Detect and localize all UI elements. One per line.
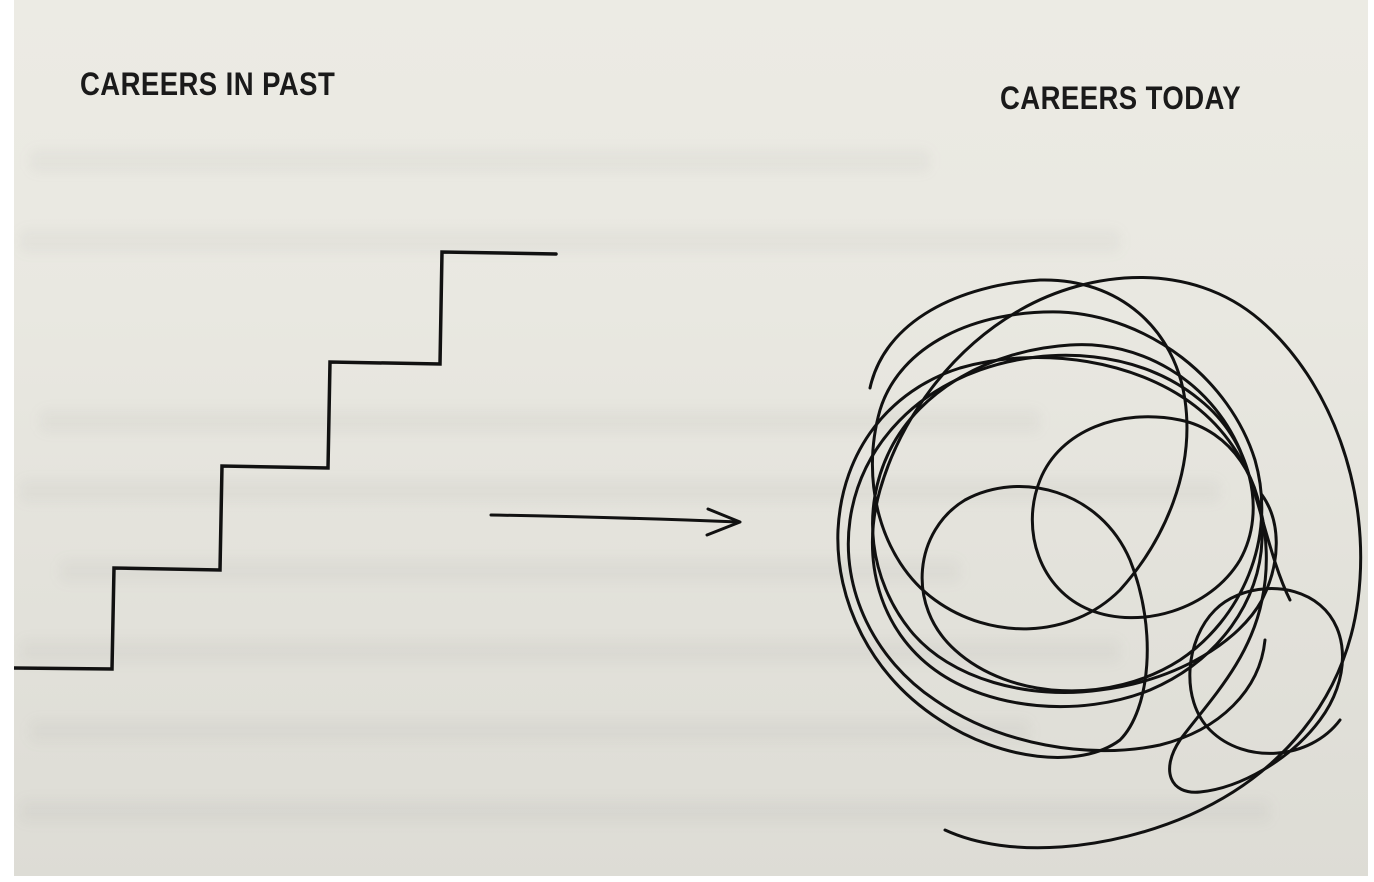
paper-bleed	[30, 150, 930, 172]
right-arrow-icon	[489, 507, 742, 537]
paper-bleed	[60, 560, 960, 582]
paper-bleed	[30, 720, 1030, 742]
paper-bleed	[20, 640, 1120, 662]
page-margin-right	[1368, 0, 1374, 882]
paper-bleed	[20, 800, 1270, 822]
paper-bleed	[20, 230, 1120, 252]
careers-today-heading: CAREERS TODAY	[1000, 80, 1242, 116]
page-margin-left	[0, 0, 14, 882]
page-margin-bottom	[0, 876, 1374, 882]
careers-past-heading: CAREERS IN PAST	[80, 66, 336, 102]
paper-bleed	[20, 480, 1220, 502]
staircase-icon	[12, 250, 558, 671]
paper-bleed	[40, 410, 1040, 432]
tangled-scribble-icon	[836, 276, 1363, 850]
